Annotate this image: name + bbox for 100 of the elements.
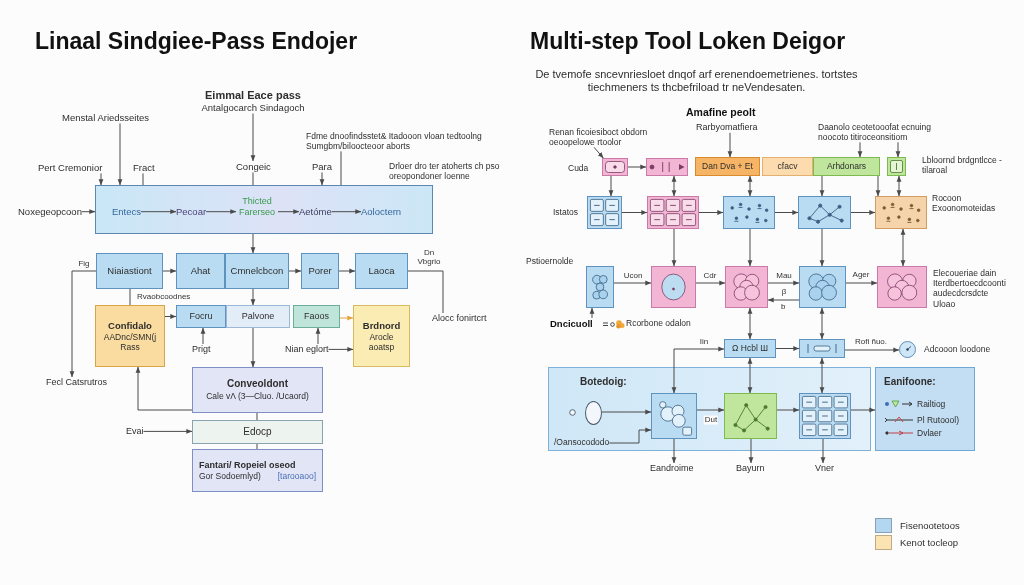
arrow bbox=[613, 280, 652, 286]
box-label: Edocp bbox=[243, 426, 272, 438]
arrow bbox=[250, 113, 256, 162]
arrow bbox=[774, 210, 799, 215]
arrow bbox=[748, 438, 754, 464]
arrow bbox=[900, 228, 906, 267]
box-label: Ω Hcbl Ш bbox=[732, 343, 768, 354]
arrow bbox=[627, 164, 647, 170]
process-box bbox=[293, 305, 340, 328]
arrow bbox=[315, 327, 321, 345]
panel-title: Multi-step Tool Loken Deigor bbox=[530, 28, 846, 56]
arrow bbox=[671, 346, 725, 394]
arrow bbox=[747, 307, 753, 340]
annotation-text: Prigt bbox=[192, 344, 211, 355]
arrow bbox=[593, 146, 604, 159]
legend-text: Railtiog bbox=[917, 399, 946, 410]
box-text: AADnc/SMN(j Rass bbox=[102, 332, 158, 353]
arrow bbox=[850, 407, 876, 413]
box-title: Confidalo bbox=[108, 319, 152, 331]
arrow bbox=[117, 122, 123, 186]
process-box bbox=[192, 367, 323, 413]
arrow bbox=[250, 233, 256, 254]
side-note: Cuda bbox=[568, 163, 589, 174]
arrow bbox=[775, 346, 800, 351]
side-note: Rocoon Exoonomoteidas bbox=[932, 193, 997, 214]
note-text: b bbox=[781, 302, 786, 312]
box-title: Conveoldont bbox=[226, 378, 289, 391]
annotation-text: Fecl Catsrutros bbox=[46, 377, 107, 388]
edge-label: Rvaobcoodnes bbox=[136, 292, 192, 302]
arrow bbox=[69, 270, 97, 378]
arrow bbox=[162, 268, 177, 274]
process-box bbox=[695, 157, 760, 176]
annotation-text: Bayurn bbox=[736, 463, 765, 474]
arrow bbox=[747, 357, 753, 394]
annotation-text: Fract bbox=[133, 162, 155, 174]
arrow bbox=[288, 268, 302, 274]
legend-text: Kenot tocleop bbox=[900, 537, 959, 548]
edge-label: Dut bbox=[703, 415, 719, 425]
arrow bbox=[601, 409, 652, 415]
annotation-text: Vner bbox=[815, 463, 834, 474]
connector-line bbox=[340, 150, 342, 186]
annotation-text: Menstal Ariedsseites bbox=[62, 112, 150, 124]
arrow bbox=[896, 175, 902, 197]
connector-line bbox=[256, 412, 258, 421]
box-title: Fantari/ Ropeiel oseod bbox=[199, 459, 297, 471]
arrow bbox=[143, 429, 193, 434]
arrow bbox=[608, 175, 614, 197]
arrow bbox=[895, 141, 901, 158]
box-label: Cmnelcbcon bbox=[230, 265, 284, 277]
process-box bbox=[724, 339, 776, 358]
note-text: Rcorbone odalon bbox=[626, 318, 691, 329]
box-label: Ahat bbox=[190, 265, 211, 277]
arrow bbox=[250, 288, 256, 306]
box-label: Niaiastiont bbox=[107, 265, 152, 277]
arrow bbox=[671, 438, 677, 464]
arrow bbox=[845, 280, 878, 286]
annotation-text: Renan ficoiesiboct obdorn oeoopelowe rtoolor bbox=[549, 127, 654, 148]
arrow bbox=[140, 209, 177, 215]
arrow bbox=[81, 209, 96, 215]
edge-label: Mau bbox=[775, 271, 793, 281]
arrow bbox=[164, 314, 177, 319]
box-label: Porer bbox=[308, 265, 332, 277]
panel-heading: Eanifoone: bbox=[884, 376, 936, 388]
heading-text: Eimmal Eace pass bbox=[204, 89, 302, 103]
arrow bbox=[338, 268, 356, 274]
annotation-text: Eandroime bbox=[650, 463, 694, 474]
arrow bbox=[819, 175, 825, 197]
connector-line bbox=[142, 172, 144, 186]
edge-label: Rofi ñuo. bbox=[854, 337, 888, 347]
legend-text: Pl Rutoool) bbox=[917, 415, 960, 426]
stage-panel bbox=[95, 185, 433, 234]
annotation-text: Para bbox=[312, 161, 333, 173]
pipeline-panel bbox=[548, 367, 871, 451]
panel-heading: Botedoig: bbox=[580, 376, 627, 388]
arrow bbox=[696, 407, 725, 413]
box-text: Gor Sodoemlyd) bbox=[199, 471, 261, 482]
box-text: Arocle aoatsp bbox=[367, 332, 396, 353]
arrow bbox=[205, 209, 237, 215]
step-label: Aoloctern bbox=[361, 206, 402, 218]
annotation-text: Fdme dnoofindsstet& Itadooon vloan tedtoolng Sumgbm/biloocteoor aborts bbox=[306, 131, 496, 152]
arrow bbox=[844, 347, 900, 353]
arrow bbox=[621, 210, 648, 215]
arrow bbox=[589, 307, 595, 319]
arrow bbox=[135, 366, 193, 411]
box-label: Focru bbox=[189, 311, 213, 322]
annotation-text: Alocc fonirtcrt bbox=[432, 313, 487, 324]
process-box bbox=[353, 305, 410, 367]
arrow bbox=[331, 209, 362, 215]
box-text: Cale vΛ (3—Cluo. /Ucaord) bbox=[206, 391, 309, 402]
subtitle-text: De tvemofe sncevnriesloet dnqof arf erenendoemetrienes. tortstes tiechmeners ts thcbefriload tr neVendesaten. bbox=[534, 68, 859, 95]
connector-line bbox=[129, 288, 131, 306]
step-label: Aetóme bbox=[299, 206, 332, 218]
process-box bbox=[225, 253, 289, 289]
arrow bbox=[695, 280, 726, 286]
process-box bbox=[95, 305, 165, 367]
edge-label: β bbox=[780, 287, 788, 297]
arrow bbox=[767, 280, 800, 286]
key-panel bbox=[875, 367, 975, 451]
annotation-text: Rarbyomatfiera bbox=[696, 122, 758, 133]
legend-text: Dvlaer bbox=[917, 428, 942, 439]
